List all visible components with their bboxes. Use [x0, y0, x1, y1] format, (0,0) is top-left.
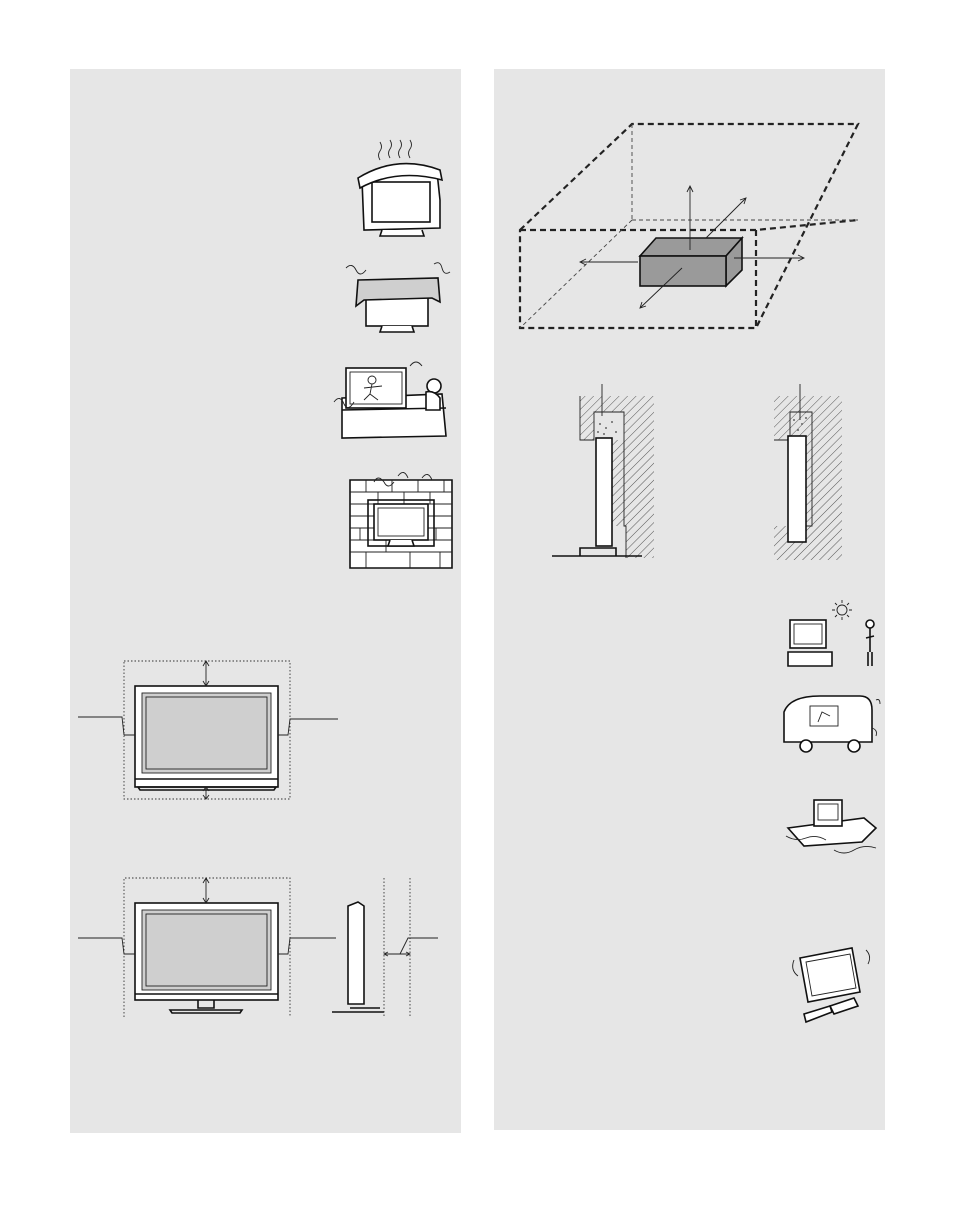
stand-recess-cross-section — [550, 380, 660, 560]
tv-stand-clearance-diagram — [78, 655, 348, 805]
covered-tv-heat-icon — [352, 140, 452, 245]
vehicle-tv-icon — [780, 692, 880, 758]
wall-mount-clearance-diagram — [78, 872, 440, 1022]
wall-recess-cross-section — [770, 380, 850, 560]
tv-in-brick-wall-icon — [348, 470, 454, 570]
ventilation-box-diagram — [516, 120, 862, 332]
boat-tv-icon — [784, 792, 880, 856]
unstable-tv-icon — [790, 944, 882, 1028]
tv-on-sofa-icon — [330, 358, 454, 440]
outdoor-sun-icon — [784, 600, 880, 672]
cloth-covered-tv-icon — [342, 262, 452, 337]
